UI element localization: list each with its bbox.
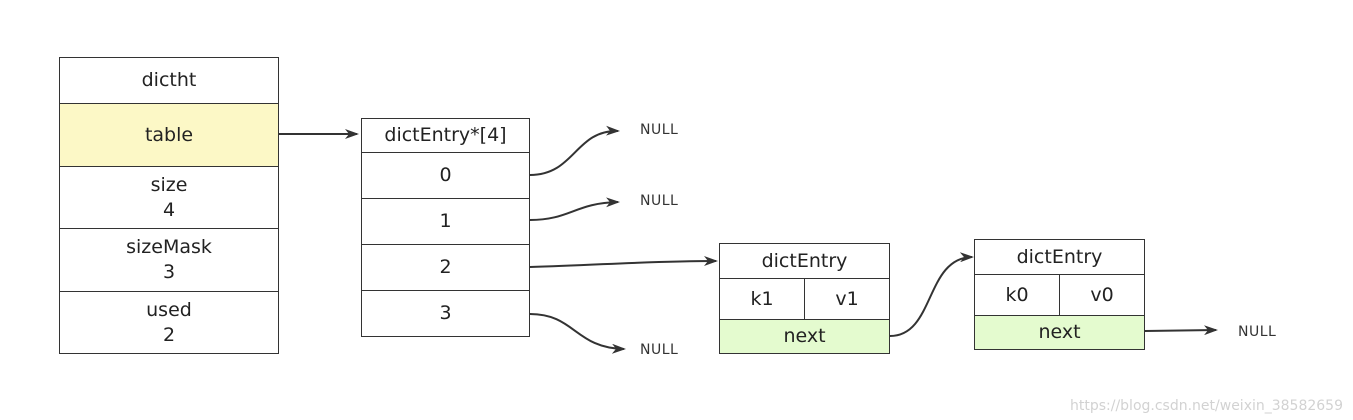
dictht-sizemask-value: 3 [162,261,176,283]
entry1-value-text: v1 [835,287,859,310]
entry0-next: next [974,315,1145,350]
dictht-title: dictht [59,57,279,104]
arrow-slot0-to-null [529,125,620,176]
entry0-key: k0 [974,274,1060,316]
arrow-slot3-to-null [529,313,626,354]
arrow-entry1-next-to-entry0 [889,252,974,337]
array-slot-2-text: 2 [439,256,452,278]
entry0-next-text: next [1038,321,1081,343]
array-slot-2: 2 [361,244,530,291]
dictht-used-value: 2 [162,323,176,346]
arrow-slot2-to-entry1 [529,256,718,268]
dictht-title-text: dictht [141,69,197,91]
array-slot-1-text: 1 [439,210,452,232]
dictht-size-value: 4 [162,198,176,221]
dictht-used-label: used [146,298,192,321]
arrow-slot1-to-null [529,197,620,221]
entry0-key-text: k0 [1005,283,1029,306]
watermark: https://blog.csdn.net/weixin_38582659 [1069,398,1343,414]
arrow-entry0-next-to-null [1144,325,1218,336]
array-title-text: dictEntry*[4] [384,124,507,146]
null-label-entry0-next: NULL [1238,324,1277,340]
dictht-size-label: size [150,173,188,196]
entry1-next-text: next [783,325,826,347]
dictht-table-text: table [144,123,194,146]
entry0-title: dictEntry [974,239,1145,275]
entry1-title-text: dictEntry [761,249,848,272]
null-label-slot-1: NULL [640,193,679,209]
dictht-sizemask-label: sizeMask [126,236,212,258]
null-label-slot-3: NULL [640,342,679,358]
dictht-used-field: used 2 [59,291,279,354]
array-slot-1: 1 [361,198,530,245]
array-slot-0-text: 0 [439,164,452,186]
entry0-value-text: v0 [1090,283,1114,306]
null-label-slot-0: NULL [640,122,679,138]
entry0-title-text: dictEntry [1016,245,1103,268]
entry1-next: next [719,319,890,354]
array-slot-3: 3 [361,290,530,337]
entry1-key-text: k1 [750,287,774,310]
array-slot-3-text: 3 [439,302,452,324]
dictht-sizemask-field: sizeMask 3 [59,228,279,292]
entry1-value: v1 [804,278,890,320]
entry0-value: v0 [1059,274,1145,316]
dictht-size-field: size 4 [59,166,279,229]
